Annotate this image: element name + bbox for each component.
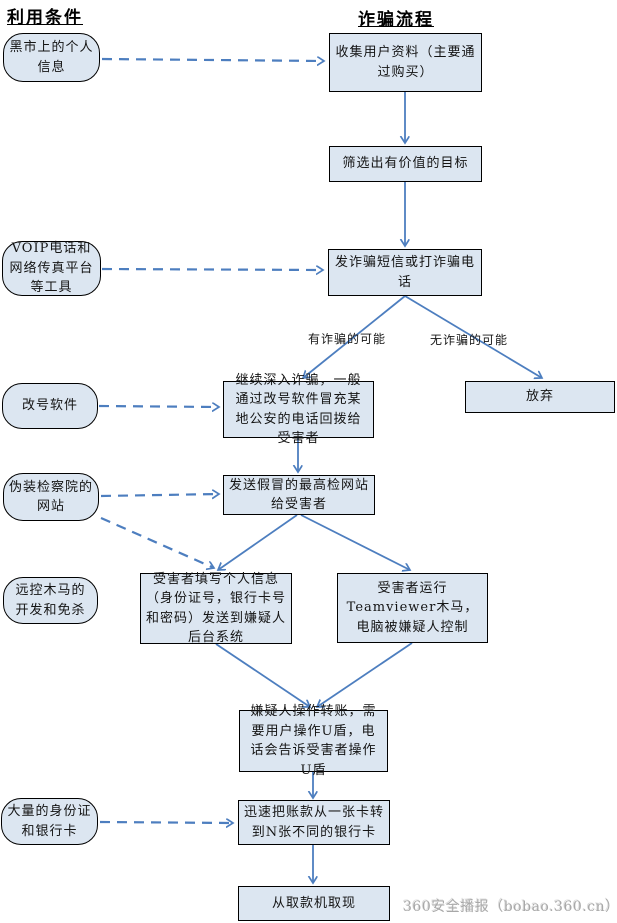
- dashed-arrow-cards-to-split: [99, 822, 233, 823]
- condition-voip-platforms: VOIP电话和网络传真平台等工具: [2, 241, 101, 296]
- step-label: 从取款机取现: [271, 895, 356, 911]
- dashed-arrow-fakesite-condition-to-sendsite: [100, 494, 219, 496]
- condition-fake-procuratorate-site: 伪装检察院的网站: [3, 473, 99, 521]
- step-label: 筛选出有价值的目标: [342, 156, 469, 172]
- step-victim-fills-info: 受害者填写个人信息（身份证号，银行卡号和密码）发送到嫌疑人后台系统: [140, 572, 292, 645]
- step-label: 发送假冒的最高检网站给受害者: [229, 477, 370, 513]
- branch-label-fraud-impossible: 无诈骗的可能: [430, 333, 509, 347]
- condition-label: 伪装检察院的网站: [9, 479, 94, 515]
- branch-label-fraud-possible: 有诈骗的可能: [308, 332, 387, 346]
- condition-label: 改号软件: [21, 398, 78, 414]
- step-send-scam-contact: 发诈骗短信或打诈骗电话: [328, 249, 482, 296]
- step-send-fake-site: 发送假冒的最高检网站给受害者: [223, 475, 375, 515]
- step-give-up: 放弃: [465, 381, 615, 413]
- condition-rat-development: 远控木马的开发和免杀: [3, 577, 98, 624]
- dashed-arrow-spoofsoftware-to-deepen: [98, 406, 219, 407]
- arrow-trojan-to-transfer: [317, 642, 413, 707]
- step-label: 继续深入诈骗，一般通过改号软件冒充某地公安的电话回拨给受害者: [235, 372, 362, 447]
- step-label: 受害者填写个人信息（身份证号，银行卡号和密码）发送到嫌疑人后台系统: [146, 571, 287, 646]
- step-label: 迅速把账款从一张卡转到N张不同的银行卡: [244, 805, 385, 840]
- heading-fraud-process: 诈骗流程: [358, 10, 434, 30]
- arrow-fakesite-to-trojan: [300, 514, 410, 570]
- arrow-fakesite-to-fillinfo: [218, 514, 298, 570]
- condition-black-market-info: 黑市上的个人信息: [3, 33, 100, 82]
- dashed-arrow-voip-to-send: [101, 269, 323, 270]
- condition-number-spoofing-software: 改号软件: [2, 383, 98, 429]
- condition-bulk-ids-bank-cards: 大量的身份证和银行卡: [1, 798, 98, 845]
- condition-label: 远控木马的开发和免杀: [15, 583, 86, 618]
- step-victim-runs-trojan: 受害者运行Teamviewer木马，电脑被嫌疑人控制: [337, 573, 488, 643]
- watermark-360-security: 360安全播报（bobao.360.cn）: [403, 899, 617, 915]
- heading-conditions: 利用条件: [7, 8, 83, 28]
- step-collect-user-data: 收集用户资料（主要通过购买）: [329, 33, 482, 92]
- step-atm-withdraw: 从取款机取现: [238, 886, 390, 921]
- step-label: 嫌疑人操作转账，需要用户操作U盾，电话会告诉受害者操作U盾: [250, 704, 377, 778]
- arrow-send-to-giveup: [404, 295, 542, 378]
- step-filter-targets: 筛选出有价值的目标: [329, 146, 482, 182]
- condition-label: 黑市上的个人信息: [9, 40, 94, 75]
- step-label: 收集用户资料（主要通过购买）: [335, 45, 476, 80]
- arrow-send-to-deepen: [303, 295, 406, 378]
- step-split-to-n-cards: 迅速把账款从一张卡转到N张不同的银行卡: [238, 800, 390, 845]
- step-label: 放弃: [525, 389, 554, 405]
- dashed-arrow-fakesite-condition-to-fillinfo: [100, 516, 214, 568]
- dashed-arrow-blackmarket-to-collect: [101, 59, 324, 61]
- condition-label: 大量的身份证和银行卡: [7, 804, 92, 839]
- step-label: 发诈骗短信或打诈骗电话: [334, 255, 475, 290]
- step-label: 受害者运行Teamviewer木马，电脑被嫌疑人控制: [346, 580, 479, 635]
- arrow-fillinfo-to-transfer: [215, 643, 310, 707]
- step-suspect-transfers: 嫌疑人操作转账，需要用户操作U盾，电话会告诉受害者操作U盾: [239, 704, 388, 778]
- condition-label: VOIP电话和网络传真平台等工具: [9, 241, 94, 296]
- step-deepen-scam: 继续深入诈骗，一般通过改号软件冒充某地公安的电话回拨给受害者: [223, 373, 374, 446]
